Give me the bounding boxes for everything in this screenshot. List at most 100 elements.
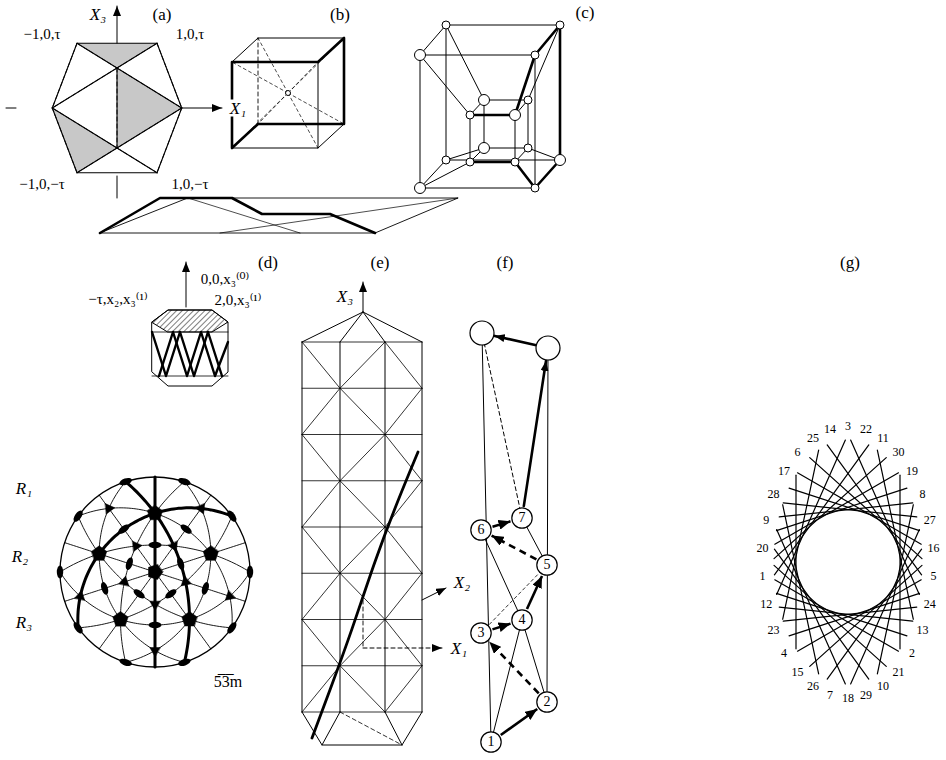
vertex-circle: 2 — [536, 691, 558, 713]
diagonal — [258, 93, 288, 124]
index-number: 12 — [759, 598, 773, 610]
vertex-circle: 7 — [511, 507, 533, 529]
cube-edge — [232, 38, 344, 62]
index-number: 8 — [918, 488, 926, 500]
vertex-dot — [555, 155, 566, 166]
hidden-edge — [117, 108, 182, 148]
fivefold-symbol — [147, 505, 162, 519]
vertex-dot — [415, 50, 426, 61]
projection-circle — [60, 477, 250, 667]
vertex-dot — [510, 110, 521, 121]
index-number: 26 — [806, 680, 820, 692]
figure-label: (c) — [575, 4, 596, 21]
hidden-edge — [117, 68, 118, 148]
polyhedron-edge — [52, 43, 77, 108]
hidden-edge — [482, 333, 522, 518]
vertex-dot — [415, 183, 426, 194]
threefold-symbol — [181, 576, 191, 586]
index-number: 22 — [859, 423, 873, 435]
polyhedron-edge — [152, 376, 228, 377]
vertex-dot — [466, 111, 474, 119]
circle-outline — [537, 555, 557, 575]
figure-label: X₂ — [453, 574, 471, 591]
column-edge — [302, 435, 340, 481]
index-number: 25 — [806, 432, 820, 444]
index-number: 7 — [826, 689, 834, 701]
index-number: 5 — [930, 570, 938, 582]
mesh-edge — [481, 530, 522, 620]
column-edge — [302, 342, 422, 343]
column-edge — [302, 527, 422, 528]
vertex-number: 7 — [519, 511, 526, 525]
index-number: 13 — [915, 624, 929, 636]
column-edge — [340, 666, 385, 712]
figure-label: R₃ — [15, 614, 33, 631]
tesseract-edge — [446, 160, 560, 161]
polyhedron-edge — [116, 68, 117, 148]
cube-edge — [318, 38, 344, 148]
column-edge — [302, 620, 340, 666]
polyhedron-outline — [152, 310, 228, 386]
bold-path — [100, 198, 375, 233]
shaded-face — [117, 68, 182, 148]
polyhedron-edge — [52, 68, 117, 108]
star-line — [777, 440, 846, 594]
index-number: 2 — [908, 647, 916, 659]
arrow-connector — [492, 624, 510, 630]
vertex-dot — [479, 143, 490, 154]
vertex-dot — [442, 21, 450, 29]
column-edge — [302, 665, 422, 666]
bold-helix — [312, 452, 418, 738]
diagonal — [288, 93, 318, 148]
axis-arrow — [422, 588, 446, 600]
bold-path — [159, 332, 228, 376]
figure-label: 1,0,τ — [175, 27, 206, 42]
star-line — [775, 580, 899, 651]
column-edge — [385, 573, 422, 619]
column-edge — [302, 666, 340, 712]
twofold-symbol — [132, 587, 146, 600]
shaded-face — [52, 108, 117, 173]
star-line — [851, 530, 920, 684]
column-edge — [302, 480, 422, 481]
hidden-edge — [77, 43, 117, 68]
index-number: 4 — [780, 647, 788, 659]
diagonal — [288, 93, 344, 124]
axis-stub — [6, 108, 16, 109]
arrow-connector — [492, 536, 537, 560]
star-line — [827, 445, 921, 575]
hidden-edge — [117, 148, 157, 173]
twofold-symbol — [118, 657, 132, 667]
column-edge — [302, 573, 422, 574]
index-number: 16 — [927, 542, 941, 554]
twofold-symbol — [247, 566, 253, 579]
figure-label: X₁ — [229, 100, 247, 117]
twofold-symbol — [149, 622, 162, 628]
star-line — [779, 607, 913, 621]
cap-edge — [302, 312, 363, 342]
vertex-dot — [556, 21, 564, 29]
twofold-symbol — [177, 657, 191, 667]
bold-path — [152, 332, 222, 376]
hidden-edge — [52, 108, 77, 173]
mesh-edge — [547, 348, 548, 702]
fivefold-symbol — [203, 546, 218, 560]
tesseract-edge — [420, 55, 421, 188]
vertex-number: 3 — [478, 626, 485, 640]
hidden-edge — [52, 108, 117, 148]
axis-arrow — [117, 6, 118, 43]
index-number: 1 — [758, 570, 766, 582]
vertex-dot — [524, 96, 532, 104]
polyhedron-edge — [117, 68, 182, 108]
column-edge — [302, 573, 340, 619]
tesseract-edge — [420, 162, 470, 188]
twofold-symbol — [164, 587, 178, 600]
index-number: 11 — [876, 432, 890, 444]
figure-label: 5̅3̅m — [213, 674, 243, 690]
twofold-symbol — [149, 542, 162, 548]
tesseract-edge — [446, 25, 484, 100]
index-number: 24 — [923, 598, 937, 610]
cap-edge — [363, 312, 422, 342]
vertex-circle: 1 — [480, 731, 502, 753]
